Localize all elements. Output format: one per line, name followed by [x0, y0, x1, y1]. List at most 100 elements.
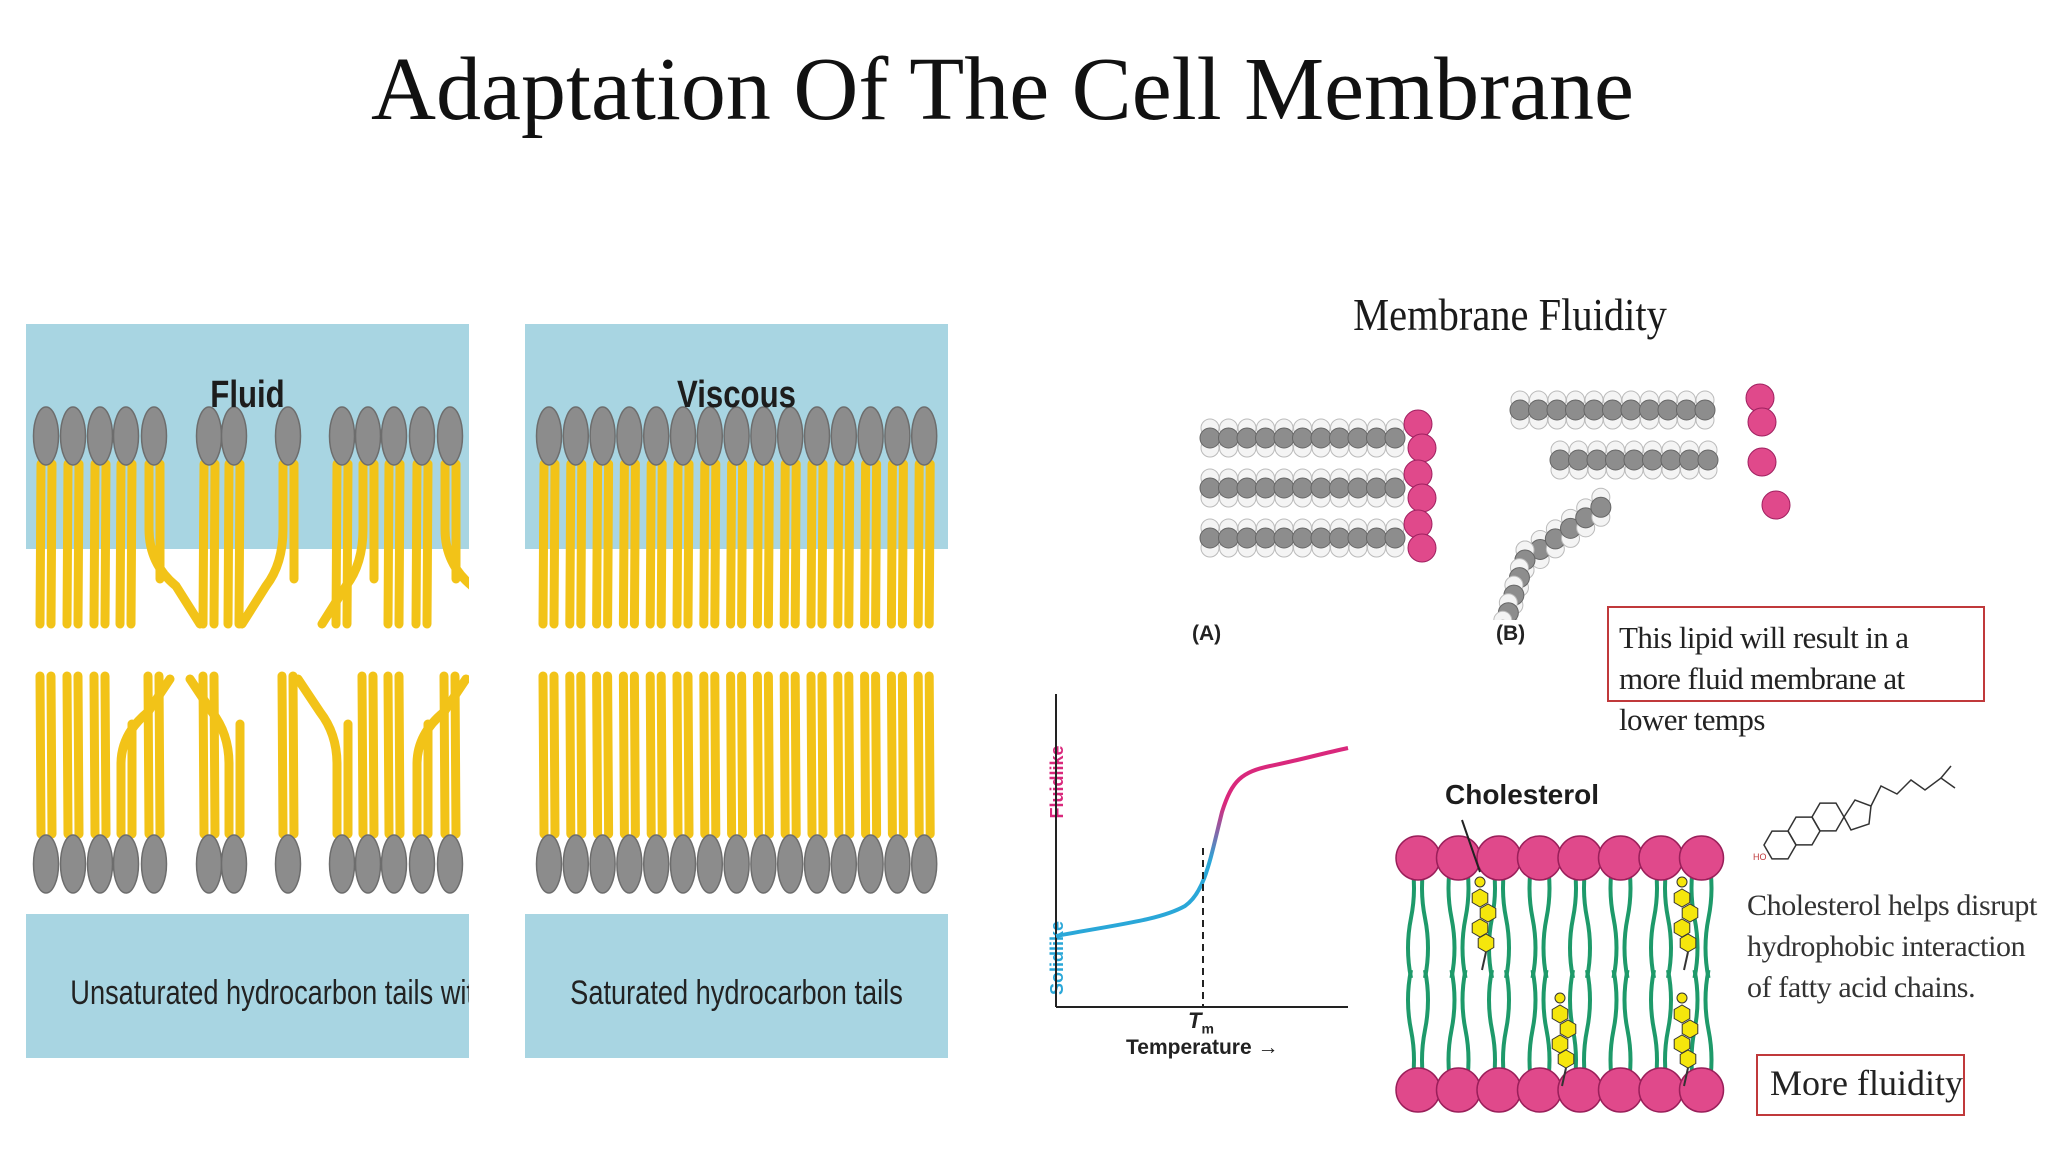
straight-tail: [549, 459, 560, 629]
carbon-atom: [1586, 449, 1608, 471]
lipid-head: [884, 406, 911, 466]
lipid-head: [59, 406, 87, 466]
phospholipid-head: [1678, 835, 1725, 881]
straight-tail: [35, 459, 46, 629]
straight-tail: [913, 671, 924, 839]
carbon-atom: [1605, 449, 1626, 471]
straight-tail: [629, 459, 640, 629]
phospholipid-head: [1435, 1067, 1482, 1113]
hydrogen-atom: [1493, 610, 1513, 620]
straight-tail: [538, 459, 549, 629]
straight-tail: [806, 459, 817, 629]
fluid-caption: Unsaturated hydrocarbon tails with kinks: [70, 974, 469, 1012]
lipid-head: [776, 406, 804, 466]
carbon-atom: [1310, 477, 1332, 499]
straight-tail: [779, 459, 790, 629]
carbon-atom: [1273, 477, 1295, 499]
oxygen-atom: [1407, 483, 1437, 513]
oxygen-atom: [1403, 459, 1433, 489]
fluid-bilayer-illustration: [26, 406, 469, 914]
straight-tail: [592, 671, 603, 839]
kinked-tail: [317, 459, 368, 629]
straight-tail: [209, 671, 220, 839]
carbon-atom: [1329, 527, 1350, 549]
straight-tail: [115, 459, 126, 629]
phase-transition-curve: [1055, 746, 1349, 938]
straight-tail: [752, 671, 763, 839]
oxygen-atom: [1747, 447, 1777, 477]
cholesterol-tail: [1561, 1067, 1567, 1087]
lipid-head: [696, 834, 724, 894]
straight-tail: [629, 671, 640, 839]
phospholipid-head: [1597, 835, 1644, 881]
lipid-head: [274, 834, 302, 894]
carbon-atom: [1329, 477, 1350, 499]
lipid-head: [803, 406, 831, 466]
carbon-atom: [1310, 527, 1332, 549]
cholesterol-ring: [1557, 1049, 1575, 1069]
straight-tail: [656, 671, 667, 839]
carbon-atom: [1590, 496, 1612, 518]
carbon-atom: [1384, 477, 1406, 499]
viscous-caption: Saturated hydrocarbon tails: [570, 974, 903, 1012]
lipid-head: [328, 406, 356, 466]
carbon-atom: [1546, 399, 1568, 421]
viscous-bilayer-illustration: [525, 406, 948, 914]
cholesterol-oh: [1554, 992, 1566, 1004]
lipid-head: [354, 406, 382, 466]
straight-tail: [806, 671, 817, 839]
carbon-atom: [1347, 427, 1369, 449]
lipid-head: [86, 406, 114, 466]
phospholipid-head: [1516, 1067, 1563, 1113]
carbon-atom: [1292, 527, 1313, 549]
lipid-head: [616, 406, 643, 466]
lipid-head: [354, 834, 382, 894]
carbon-atom: [1292, 477, 1313, 499]
straight-tail: [89, 459, 100, 629]
cholesterol-ring: [1551, 1004, 1569, 1024]
cholesterol-tail: [1683, 951, 1689, 971]
carbon-atom: [1697, 449, 1719, 471]
straight-tail: [576, 671, 587, 839]
membrane-fluidity-title: Membrane Fluidity: [1353, 289, 1667, 340]
straight-tail: [603, 671, 614, 839]
phospholipid-head: [1557, 835, 1603, 881]
carbon-atom: [1549, 449, 1571, 471]
cholesterol-oh: [1474, 876, 1486, 888]
straight-tail: [726, 671, 737, 839]
straight-tail: [100, 671, 111, 839]
straight-tail: [924, 671, 935, 839]
label-a: (A): [1192, 622, 1222, 645]
lipid-head: [910, 834, 938, 894]
cholesterol-ring: [1673, 1004, 1691, 1024]
straight-tail: [790, 459, 801, 629]
straight-tail: [439, 671, 450, 839]
straight-tail: [833, 459, 844, 629]
lipid-head: [723, 406, 750, 466]
straight-tail: [710, 459, 721, 629]
straight-tail: [871, 671, 882, 839]
label-b: (B): [1496, 622, 1526, 645]
straight-tail: [357, 671, 368, 839]
straight-tail: [656, 459, 667, 629]
carbon-atom: [1366, 427, 1387, 449]
straight-tail: [576, 459, 587, 629]
lipid-head: [857, 406, 884, 466]
straight-tail: [73, 459, 84, 629]
carbon-atom: [1310, 427, 1332, 449]
straight-tail: [422, 459, 433, 629]
cholesterol-tail: [1481, 951, 1487, 971]
straight-tail: [46, 671, 57, 839]
lipid-head: [535, 834, 563, 894]
side-chain: [1870, 777, 1956, 807]
carbon-atom: [1509, 399, 1531, 421]
straight-tail: [143, 671, 154, 839]
oxygen-atom: [1403, 409, 1433, 439]
straight-tail: [46, 459, 57, 629]
carbon-atom: [1218, 527, 1239, 549]
straight-tail: [342, 459, 353, 629]
lipid-head: [857, 834, 884, 894]
lipid-head: [380, 834, 408, 894]
tm-symbol: T: [1188, 1008, 1202, 1033]
carbon-atom: [1199, 477, 1221, 499]
